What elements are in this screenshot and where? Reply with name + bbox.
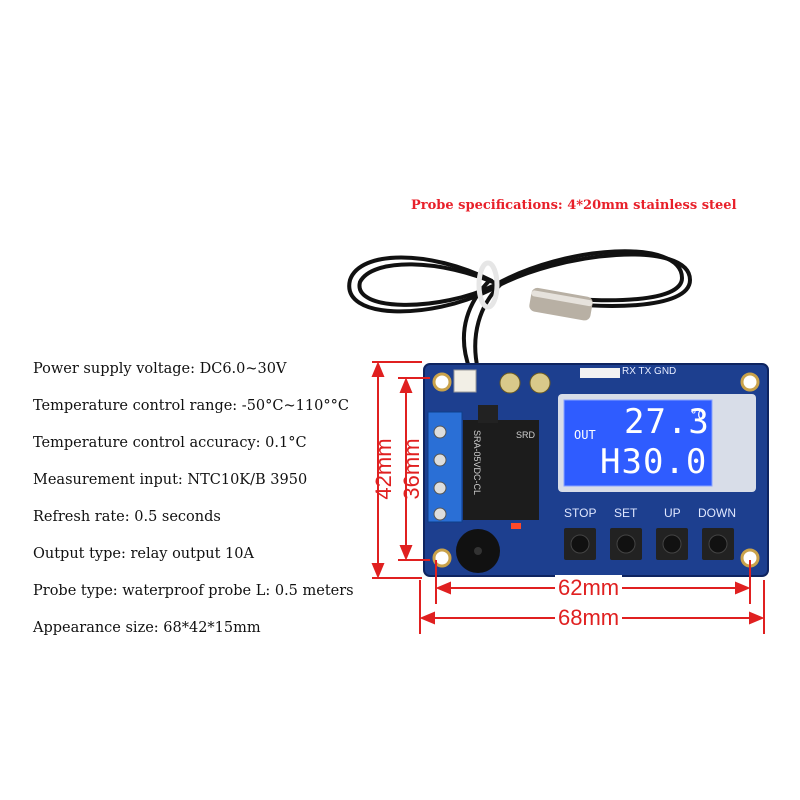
set-button[interactable] — [610, 528, 642, 560]
lcd-temperature: 27.3 — [624, 402, 710, 442]
probe-spec-title: Probe specifications: 4*20mm stainless s… — [411, 198, 737, 213]
lcd-setpoint: H30.0 — [600, 442, 708, 482]
spec-output-type: Output type: relay output 10A — [33, 546, 254, 562]
spec-appearance-size: Appearance size: 68*42*15mm — [33, 620, 261, 636]
dim-width-inner: 62mm — [555, 575, 623, 601]
spec-refresh-rate: Refresh rate: 0.5 seconds — [33, 509, 221, 525]
spec-probe-type: Probe type: waterproof probe L: 0.5 mete… — [33, 583, 354, 599]
set-label: SET — [614, 506, 638, 520]
dim-width-outer: 68mm — [555, 605, 623, 631]
up-label: UP — [664, 506, 681, 520]
dim-height-outer: 42mm — [371, 438, 396, 500]
up-button[interactable] — [656, 528, 688, 560]
stop-button[interactable] — [564, 528, 596, 560]
header-label: RX TX GND — [622, 366, 677, 377]
spec-measurement-input: Measurement input: NTC10K/B 3950 — [33, 472, 308, 488]
dim-height-inner: 36mm — [399, 438, 424, 500]
relay-brand: SRD — [516, 430, 536, 440]
cable-tie — [476, 260, 500, 310]
pcb-board — [423, 363, 769, 577]
down-button[interactable] — [702, 528, 734, 560]
lcd-unit: °C — [690, 408, 705, 422]
relay-label: SRA-05VDC-CL — [472, 430, 482, 496]
spec-power-supply: Power supply voltage: DC6.0~30V — [33, 361, 287, 377]
spec-temp-range: Temperature control range: -50°C~110°°C — [33, 398, 349, 414]
lcd-out-label: OUT — [574, 428, 596, 442]
probe-cable — [347, 249, 693, 372]
stop-label: STOP — [564, 506, 597, 520]
spec-temp-accuracy: Temperature control accuracy: 0.1°C — [33, 435, 307, 451]
spec-list: Power supply voltage: DC6.0~30V Temperat… — [33, 358, 354, 654]
stainless-probe — [529, 287, 593, 321]
down-label: DOWN — [698, 506, 736, 520]
